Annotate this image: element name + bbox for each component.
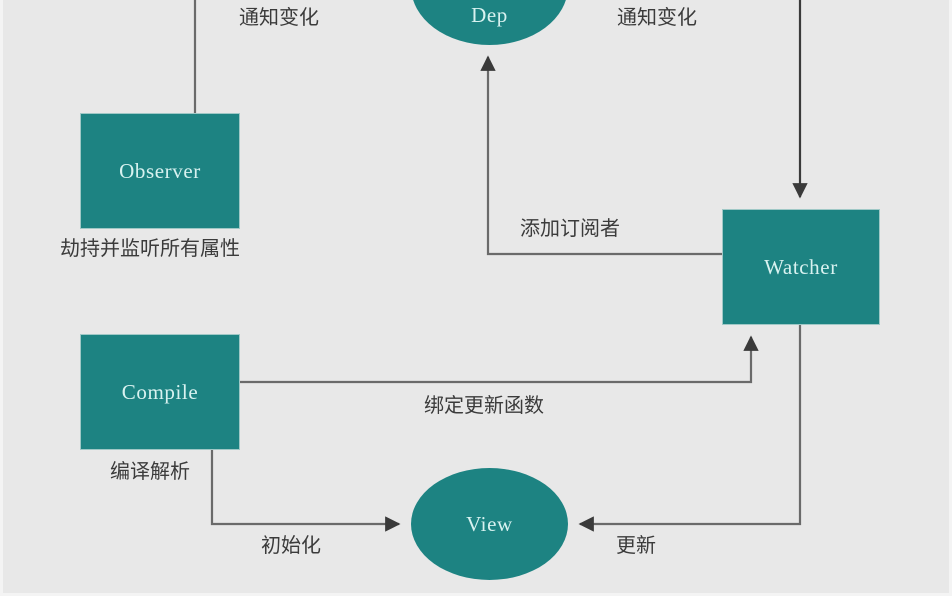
edge-label-notify-change-right: 通知变化 <box>617 5 697 29</box>
node-watcher[interactable]: Watcher <box>722 209 880 325</box>
edge-watcher-to-view <box>578 325 802 532</box>
node-label-hijack-watch-all-properties: 劫持并监听所有属性 <box>60 236 240 260</box>
node-observer[interactable]: Observer <box>80 113 240 229</box>
node-compile[interactable]: Compile <box>80 334 240 450</box>
edge-label-update: 更新 <box>616 533 656 557</box>
node-dep-label: Dep <box>471 3 508 27</box>
edge-label-bind-update-function: 绑定更新函数 <box>424 393 544 417</box>
node-observer-label: Observer <box>119 158 201 183</box>
node-view-label: View <box>466 511 513 536</box>
edge-label-notify-change-left: 通知变化 <box>239 5 319 29</box>
edge-label-compile-parse: 编译解析 <box>110 459 190 483</box>
edge-compile-to-watcher <box>240 335 759 384</box>
node-compile-label: Compile <box>121 379 199 404</box>
edge-label-initialize: 初始化 <box>261 533 321 557</box>
edge-compile-to-view <box>210 450 401 532</box>
node-watcher-label: Watcher <box>764 254 838 279</box>
node-view[interactable]: View <box>411 468 568 580</box>
node-dep[interactable]: Dep <box>411 0 568 45</box>
edge-label-add-subscriber: 添加订阅者 <box>520 216 620 240</box>
